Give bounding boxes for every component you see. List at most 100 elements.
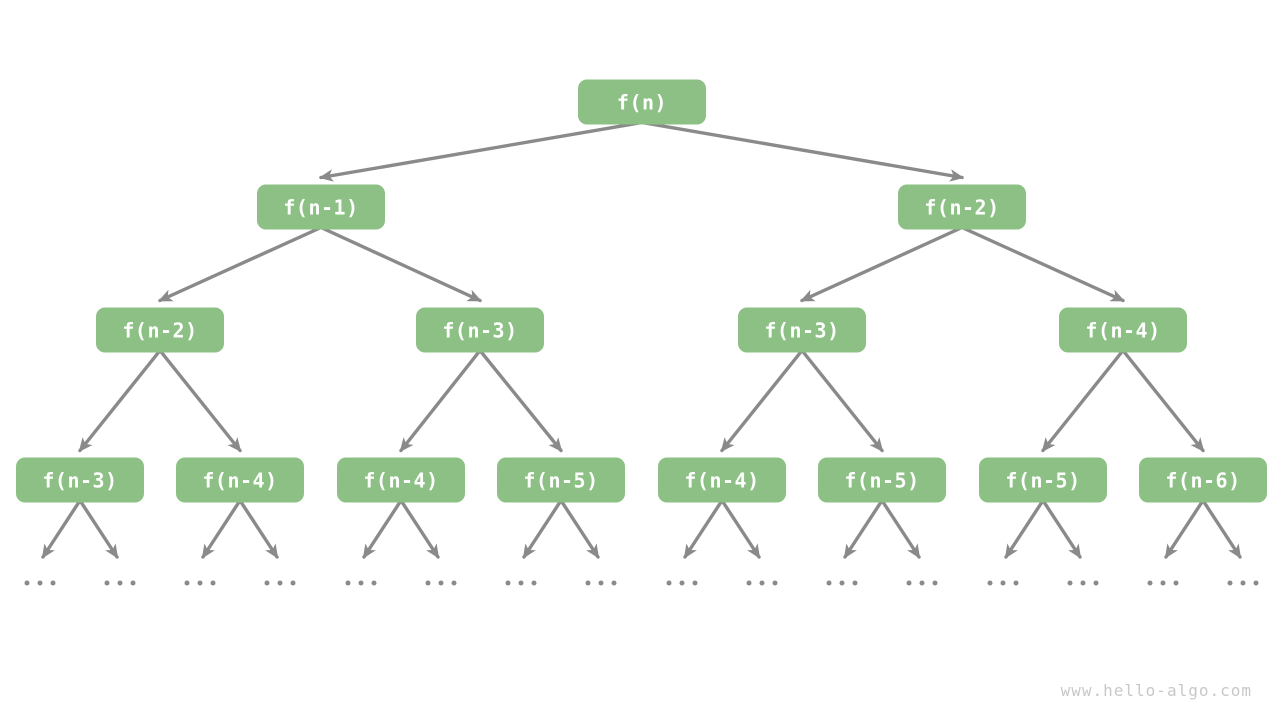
tree-edge-arrow bbox=[201, 498, 242, 559]
ellipsis-dot bbox=[24, 580, 30, 586]
ellipsis-dot bbox=[290, 580, 296, 586]
tree-node: f(n-6) bbox=[1139, 457, 1267, 503]
ellipsis-dot bbox=[1093, 580, 1099, 586]
tree-node-label: f(n-5) bbox=[844, 468, 920, 492]
ellipsis-dots bbox=[826, 580, 858, 586]
ellipsis-dot bbox=[104, 580, 110, 586]
ellipsis-dot bbox=[611, 580, 617, 586]
ellipsis-dot bbox=[130, 580, 136, 586]
tree-edge-arrow bbox=[800, 348, 884, 453]
tree-node-label: f(n-2) bbox=[924, 195, 1000, 219]
tree-node: f(n-3) bbox=[416, 307, 544, 353]
tree-edge-arrow bbox=[399, 348, 482, 453]
tree-node: f(n-5) bbox=[497, 457, 625, 503]
tree-node-label: f(n-3) bbox=[764, 318, 840, 342]
tree-edge-arrow bbox=[960, 225, 1125, 303]
ellipsis-dots bbox=[104, 580, 136, 586]
tree-edge-arrow bbox=[158, 348, 242, 453]
tree-edge-arrow bbox=[1121, 348, 1205, 453]
ellipsis-dot bbox=[826, 580, 832, 586]
ellipsis-dots bbox=[987, 580, 1019, 586]
tree-node: f(n-4) bbox=[337, 457, 465, 503]
tree-node: f(n-4) bbox=[176, 457, 304, 503]
ellipsis-dot bbox=[1160, 580, 1166, 586]
ellipsis-dot bbox=[1147, 580, 1153, 586]
tree-edge-arrow bbox=[1041, 498, 1082, 559]
ellipsis-dots bbox=[264, 580, 296, 586]
ellipsis-dot bbox=[852, 580, 858, 586]
tree-edge-arrow bbox=[1041, 348, 1125, 453]
ellipsis-dot bbox=[1067, 580, 1073, 586]
ellipsis-dot bbox=[451, 580, 457, 586]
ellipsis-dot bbox=[1240, 580, 1246, 586]
ellipsis-dot bbox=[277, 580, 283, 586]
tree-edge-arrow bbox=[843, 498, 884, 559]
tree-edge-arrow bbox=[399, 498, 440, 559]
ellipsis-dot bbox=[772, 580, 778, 586]
tree-node: f(n-2) bbox=[96, 307, 224, 353]
ellipsis-dots bbox=[24, 580, 56, 586]
ellipsis-dot bbox=[1013, 580, 1019, 586]
tree-edge-arrow bbox=[559, 498, 600, 559]
tree-edge-arrow bbox=[238, 498, 279, 559]
tree-edge-arrow bbox=[78, 498, 119, 559]
tree-edge-arrow bbox=[720, 348, 804, 453]
ellipsis-dot bbox=[1080, 580, 1086, 586]
ellipsis-dot bbox=[438, 580, 444, 586]
ellipsis-dots bbox=[505, 580, 537, 586]
ellipsis-dot bbox=[505, 580, 511, 586]
ellipsis-dots bbox=[345, 580, 377, 586]
tree-node-label: f(n-1) bbox=[283, 195, 359, 219]
tree-node: f(n-5) bbox=[979, 457, 1107, 503]
tree-edge-arrow bbox=[720, 498, 761, 559]
ellipsis-dots bbox=[1067, 580, 1099, 586]
tree-node-label: f(n-5) bbox=[523, 468, 599, 492]
ellipsis-dot bbox=[1173, 580, 1179, 586]
ellipsis-dots bbox=[666, 580, 698, 586]
ellipsis-dots bbox=[585, 580, 617, 586]
ellipsis-dot bbox=[210, 580, 216, 586]
ellipsis-dot bbox=[585, 580, 591, 586]
ellipsis-dot bbox=[518, 580, 524, 586]
ellipsis-dot bbox=[598, 580, 604, 586]
ellipsis-dot bbox=[1000, 580, 1006, 586]
tree-node: f(n-5) bbox=[818, 457, 946, 503]
tree-node-label: f(n-2) bbox=[122, 318, 198, 342]
tree-node: f(n-3) bbox=[16, 457, 144, 503]
ellipsis-dot bbox=[906, 580, 912, 586]
tree-node-label: f(n) bbox=[616, 90, 668, 114]
ellipsis-dot bbox=[37, 580, 43, 586]
tree-edge-arrow bbox=[800, 225, 964, 303]
ellipsis-dot bbox=[197, 580, 203, 586]
tree-edge-arrow bbox=[362, 498, 403, 559]
tree-node: f(n-3) bbox=[738, 307, 866, 353]
ellipsis-dot bbox=[679, 580, 685, 586]
ellipsis-dot bbox=[371, 580, 377, 586]
tree-edge-arrow bbox=[41, 498, 82, 559]
tree-edge-arrow bbox=[683, 498, 724, 559]
tree-edge-arrow bbox=[1201, 498, 1242, 559]
ellipsis-dot bbox=[746, 580, 752, 586]
tree-node: f(n-1) bbox=[257, 184, 385, 230]
tree-edge-arrow bbox=[319, 225, 482, 303]
tree-node-label: f(n-4) bbox=[202, 468, 278, 492]
ellipsis-dot bbox=[987, 580, 993, 586]
ellipsis-dot bbox=[345, 580, 351, 586]
tree-edge-arrow bbox=[880, 498, 921, 559]
tree-edge-arrow bbox=[1164, 498, 1205, 559]
ellipsis-dots bbox=[425, 580, 457, 586]
ellipsis-dot bbox=[1253, 580, 1259, 586]
tree-edge-arrow bbox=[318, 120, 644, 182]
tree-node: f(n-4) bbox=[658, 457, 786, 503]
ellipsis-dot bbox=[919, 580, 925, 586]
ellipsis-dot bbox=[358, 580, 364, 586]
tree-edge-arrow bbox=[78, 348, 162, 453]
ellipsis-dots bbox=[1227, 580, 1259, 586]
tree-node-label: f(n-4) bbox=[363, 468, 439, 492]
ellipsis-dots bbox=[1147, 580, 1179, 586]
watermark: www.hello-algo.com bbox=[1060, 681, 1252, 700]
tree-edge-arrow bbox=[522, 498, 563, 559]
tree-node-label: f(n-3) bbox=[442, 318, 518, 342]
